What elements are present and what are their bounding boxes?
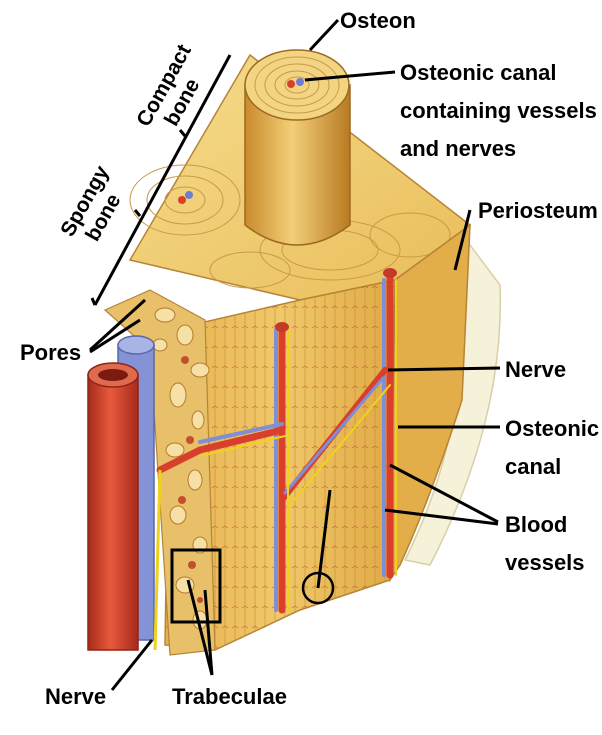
label-nerve-right: Nerve	[505, 357, 566, 382]
label-compact-bone-group: Compact bone	[132, 41, 217, 142]
leader-osteon	[310, 20, 338, 50]
nerve-strand	[155, 470, 160, 650]
label-osteonic-canal-containing-3: and nerves	[400, 136, 516, 161]
label-osteonic-canal-2: canal	[505, 454, 561, 479]
label-nerve-bottom: Nerve	[45, 684, 106, 709]
label-blood-vessels-1: Blood	[505, 512, 567, 537]
label-osteonic-canal-containing-2: containing vessels	[400, 98, 597, 123]
label-osteon: Osteon	[340, 8, 416, 33]
large-artery	[88, 363, 138, 650]
label-trabeculae: Trabeculae	[172, 684, 287, 709]
label-periosteum: Periosteum	[478, 198, 598, 223]
label-pores: Pores	[20, 340, 81, 365]
osteon-top	[245, 50, 349, 120]
label-osteonic-canal-1: Osteonic	[505, 416, 599, 441]
label-osteonic-canal-containing-1: Osteonic canal	[400, 60, 557, 85]
label-spongy-bone-group: Spongy bone	[56, 162, 135, 252]
label-blood-vessels-2: vessels	[505, 550, 585, 575]
leader-nerve-right	[388, 368, 500, 370]
